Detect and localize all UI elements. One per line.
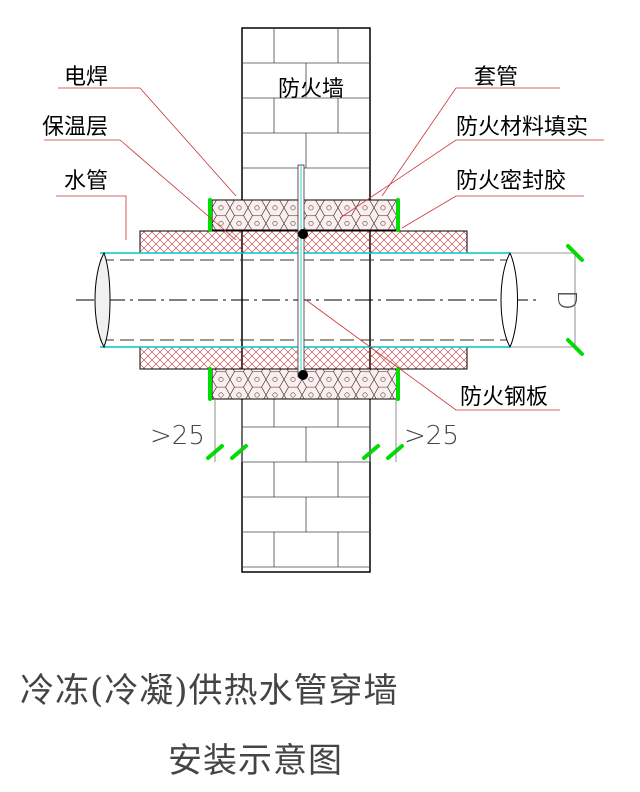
diameter-dimension: D <box>551 253 581 347</box>
diameter-label: D <box>551 290 581 310</box>
fire-plate-label: 防火钢板 <box>460 385 548 410</box>
weld-marks <box>206 198 584 460</box>
fire-sealant-label: 防火密封胶 <box>456 169 566 194</box>
fire-wall <box>241 27 371 573</box>
clearance-left-label: >25 <box>150 421 205 451</box>
water-pipe-label: 水管 <box>64 169 108 194</box>
fire-steel-plate <box>297 164 308 380</box>
insulation-label: 保温层 <box>42 115 108 140</box>
fire-fill-label: 防火材料填实 <box>456 115 588 140</box>
weld-label: 电焊 <box>64 65 108 90</box>
wall-label: 防火墙 <box>278 77 344 102</box>
clearance-dimensions: >25 >25 <box>150 400 459 462</box>
sleeve-label: 套管 <box>474 65 518 90</box>
leader-lines <box>44 87 604 411</box>
diagram-title-line2: 安装示意图 <box>168 741 343 781</box>
water-pipe <box>76 251 575 349</box>
diagram-title-line1: 冷冻(冷凝)供热水管穿墙 <box>20 671 399 711</box>
clearance-right-label: >25 <box>404 421 459 451</box>
